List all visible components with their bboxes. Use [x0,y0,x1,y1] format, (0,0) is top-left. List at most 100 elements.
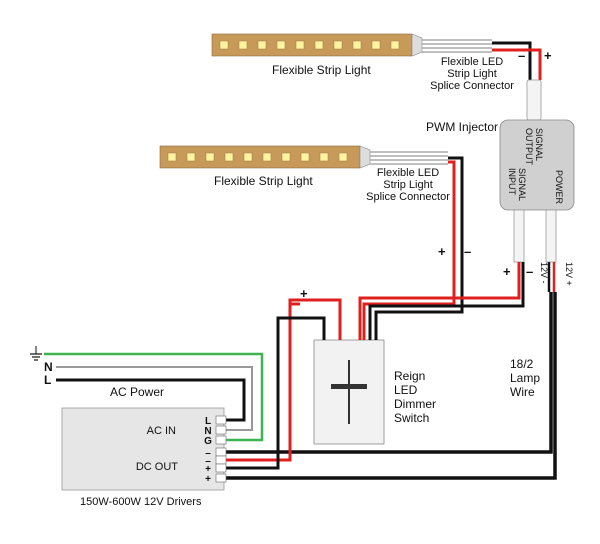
terminal-screw [215,415,227,425]
led-chip [333,40,343,50]
terminal-label: – [205,448,211,459]
led-chip [224,152,234,162]
injector-signal-output-2: OUTPUT [524,128,534,166]
connector-top-line1: Flexible LED [441,56,503,68]
pwm-injector-box [499,119,575,211]
label-n: N [44,360,53,374]
terminal-label: L [205,416,211,427]
led-chip [219,40,229,50]
dc-minus-sign: – [300,310,307,325]
label-l: L [44,373,51,387]
ac-power-label: AC Power [110,385,164,399]
lamp-wire-label-2: Lamp [510,371,540,385]
wire-line [56,378,246,422]
connector-top-line2: Strip Light [447,68,497,80]
led-chip [281,152,291,162]
led-chip [319,152,329,162]
driver-terminals: LNG––++ [204,415,227,485]
driver-title: 150W-600W 12V Drivers [80,496,202,508]
input-minus-sign: – [526,264,533,279]
wire-dc-red-cont [288,298,342,340]
led-chip [371,40,381,50]
dimmer-slider-knob [331,384,367,389]
wire-top-red [492,48,542,80]
injector-output-cable [526,79,542,121]
terminal-label: + [205,464,211,475]
strip-light-top [211,33,423,57]
led-chip [205,152,215,162]
connector-mid-line3: Splice Connector [366,191,450,203]
led-row [167,152,348,162]
led-row [219,40,400,50]
lamp-wire-pos [226,292,553,454]
top-minus-sign: – [518,48,525,63]
led-chip [186,152,196,162]
injector-input-cable [513,209,525,263]
terminal-screw [215,455,227,465]
led-chip [167,152,177,162]
mid-plus-sign: + [438,244,446,259]
led-chip [295,40,305,50]
label-12v-pos: 12V + [564,262,574,286]
driver-dc-out: DC OUT [136,461,178,473]
terminal-screw [215,447,227,457]
dimmer-label-3: Dimmer [394,397,436,411]
mid-minus-sign: – [464,244,471,259]
led-chip [243,152,253,162]
injector-title: PWM Injector [426,120,498,134]
injector-signal-input-1: SIGNAL [517,168,527,201]
connector-mid-line2: Strip Light [383,179,433,191]
wire-top-black [492,41,532,80]
top-plus-sign: + [544,48,552,63]
led-chip [390,40,400,50]
led-chip [338,152,348,162]
injector-power: POWER [554,170,564,205]
wire-mid-red [362,160,456,340]
wire-mid-black [374,156,464,340]
wire-dc-red [226,302,300,462]
terminal-screw [215,463,227,473]
dimmer-label-1: Reign [394,369,425,383]
led-chip [300,152,310,162]
injector-signal-input-2: INPUT [507,168,517,196]
led-chip [276,40,286,50]
terminal-label: + [205,474,211,485]
lamp-wire-label-3: Wire [510,385,535,399]
terminal-label: – [205,456,211,467]
lamp-wire-label-1: 18/2 [510,357,534,371]
strip-mid-label: Flexible Strip Light [214,174,313,188]
terminal-screw [215,435,227,445]
strip-end-cap [359,145,371,169]
connector-top-line3: Splice Connector [430,80,514,92]
terminal-label: N [204,426,211,437]
led-chip [257,40,267,50]
wire-dc-black [226,316,326,470]
splice-connector-mid [370,151,448,165]
terminal-screw [215,473,227,483]
led-chip [352,40,362,50]
connector-mid-line1: Flexible LED [377,167,439,179]
led-chip [314,40,324,50]
injector-power-cable [545,209,557,263]
strip-end-cap [411,33,423,57]
wire-neutral [56,366,253,431]
input-plus-sign: + [503,264,511,279]
wire-ground-green [44,352,264,442]
wire-input-black [368,262,525,340]
driver-box [61,407,225,491]
terminal-label: G [204,436,212,447]
led-chip [238,40,248,50]
dc-plus-sign: + [300,286,308,301]
lamp-wire-neg [226,292,557,480]
led-chip [262,152,272,162]
dimmer-label-4: Switch [394,411,429,425]
injector-signal-output-1: SIGNAL [534,128,544,161]
wire-input-red [358,262,521,340]
splice-connector-top [422,39,492,53]
terminal-screw [215,425,227,435]
strip-light-mid [159,145,371,169]
driver-ac-in: AC IN [147,425,176,437]
dimmer-label-2: LED [394,383,418,397]
